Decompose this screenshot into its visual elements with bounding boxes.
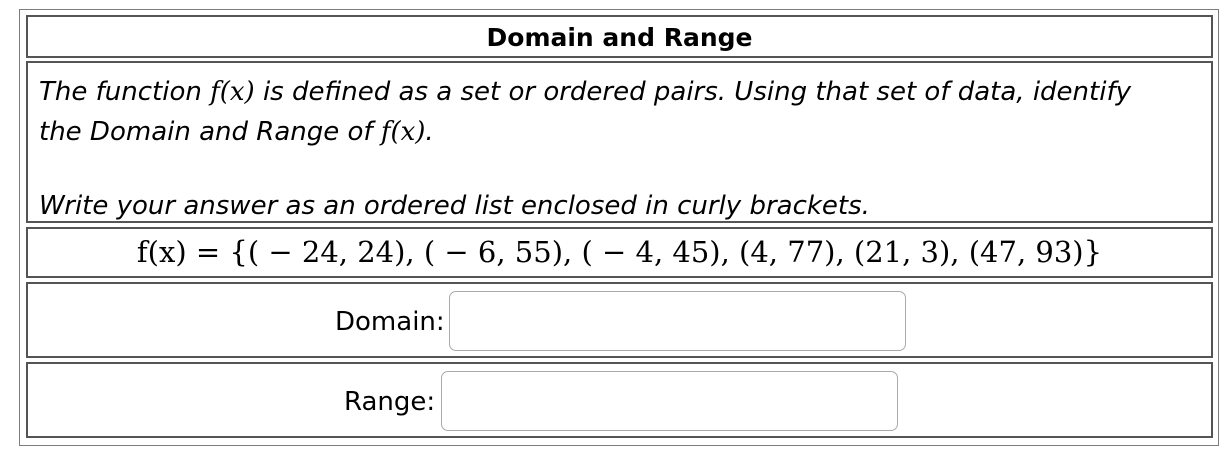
question-table-frame [19, 9, 1219, 446]
instruction-line-1: The function f(x) is defined as a set or… [39, 72, 1211, 112]
page-title: Domain and Range [486, 23, 753, 52]
instruction-line-3: Write your answer as an ordered list enc… [39, 191, 870, 221]
spacer [39, 152, 1211, 186]
instruction-text: . [425, 117, 434, 147]
title-cell: Domain and Range [26, 15, 1213, 58]
instruction-text: is defined as a set or ordered pairs. Us… [254, 77, 1131, 107]
function-cell: f(x) = {( − 24, 24), ( − 6, 55), ( − 4, … [26, 227, 1213, 278]
range-label: Range: [344, 387, 436, 417]
domain-cell: Domain: [26, 282, 1213, 358]
range-cell: Range: [26, 362, 1213, 438]
function-definition: f(x) = {( − 24, 24), ( − 6, 55), ( − 4, … [136, 235, 1103, 269]
range-input[interactable] [441, 371, 898, 431]
instruction-text: the Domain and Range of [39, 117, 381, 147]
domain-input[interactable] [449, 291, 906, 351]
instruction-text: The function [39, 77, 211, 107]
domain-label: Domain: [335, 307, 445, 337]
description-cell: The function f(x) is defined as a set or… [26, 61, 1213, 223]
instructions: The function f(x) is defined as a set or… [28, 63, 1211, 226]
function-notation: f(x) [380, 117, 426, 147]
instruction-line-2: the Domain and Range of f(x). [39, 112, 1211, 152]
function-notation: f(x) [210, 77, 255, 107]
